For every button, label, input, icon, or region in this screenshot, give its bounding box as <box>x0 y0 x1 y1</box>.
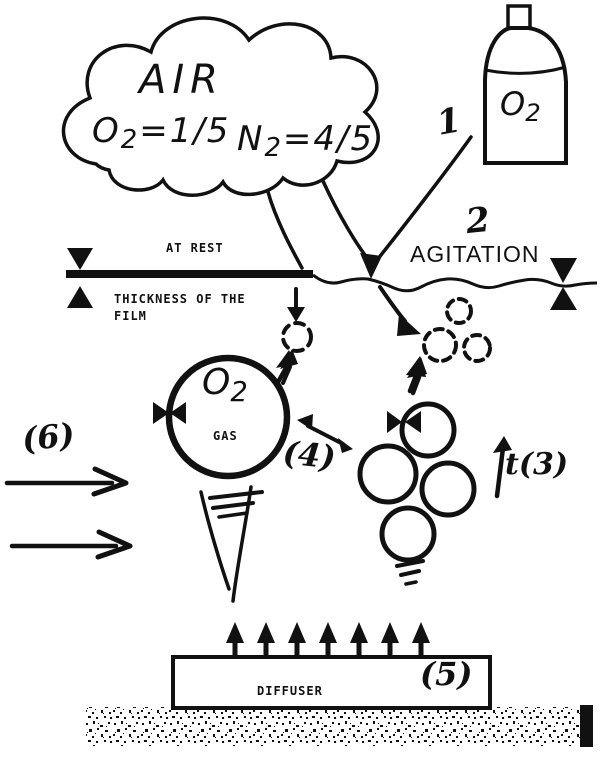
annotation-6: (6) <box>20 415 77 459</box>
film-marker-bottom-icon <box>67 286 93 308</box>
down-arrowhead-icon <box>287 307 305 322</box>
annotation-5: (5) <box>420 655 473 693</box>
plume-left-line <box>199 490 231 591</box>
rise-arrow-shaft <box>494 445 506 499</box>
bubble-icon <box>419 460 477 518</box>
surface-marker-bottom-icon <box>550 287 577 310</box>
bottle-cap <box>506 4 532 30</box>
gas-bubble-label: O2 <box>202 362 248 408</box>
bubble-icon <box>399 401 457 459</box>
bottle-shoulder-line <box>484 65 567 75</box>
agitation-label: AGITATION <box>410 241 540 267</box>
exchange-arrowhead-left-icon <box>297 414 313 430</box>
flow-arrowhead-icon <box>95 529 133 560</box>
bubble-icon <box>357 443 419 505</box>
bubble-up-arrowhead-icon <box>276 350 295 368</box>
cluster-tail-dash <box>404 580 418 586</box>
bubble-plume-icon <box>199 485 264 603</box>
at-rest-label: AT REST <box>166 241 224 255</box>
dashed-bubble-icon <box>462 333 492 363</box>
cloud-to-film-line <box>266 190 304 270</box>
diffuser-air-arrows <box>226 622 430 656</box>
cluster-top-arrow-shaft <box>410 374 422 396</box>
diffuser-assembly <box>171 622 492 710</box>
annotation-2: 2 <box>463 199 492 243</box>
cloud-o2-fraction: O2=1/5 <box>92 111 231 156</box>
cloud-n2-fraction: N2=4/5 <box>237 119 375 164</box>
bubble-up-arrow-shaft <box>274 365 289 387</box>
exchange-arrowhead-right-icon <box>338 438 353 453</box>
bubble-icon <box>379 505 437 563</box>
air-cloud-icon <box>61 16 380 197</box>
agitation-transfer-right <box>378 285 492 394</box>
diffuser-arrowhead-icon <box>288 622 306 643</box>
plume-right-line <box>231 485 253 603</box>
dashed-bubble-icon <box>445 297 473 325</box>
gas-bubble-sublabel: GAS <box>213 429 238 443</box>
diffuser-arrowhead-icon <box>226 622 244 643</box>
valve-left-triangle-icon <box>153 402 169 424</box>
flow-arrows-icon <box>4 466 133 560</box>
bottle-label: O2 <box>500 85 541 127</box>
annotation-t3: t(3) <box>505 447 569 482</box>
plume-tick <box>217 511 249 519</box>
ground-stipple-band <box>86 707 590 746</box>
cluster-tail-dash <box>395 559 425 568</box>
plume-tick <box>208 490 264 500</box>
flow-arrowhead-icon <box>91 466 129 497</box>
cluster-tail-dash <box>399 569 421 577</box>
agitated-surface-wave <box>312 273 598 293</box>
oxygen-gas-bubble-icon <box>153 350 295 480</box>
cluster-valve-right-icon <box>405 411 421 433</box>
cluster-top-arrowhead-icon <box>407 357 427 378</box>
bottle-to-agitation-arrow <box>375 135 473 262</box>
surface-marker-top-icon <box>550 258 577 283</box>
diagonal-arrowhead-icon <box>397 314 421 336</box>
ground-right-edge <box>580 705 593 747</box>
exchange-arrow-icon <box>297 414 353 453</box>
transfer-arrows-to-surface <box>266 135 473 279</box>
oxygen-bottle-icon <box>483 4 568 165</box>
diffuser-label: DIFFUSER <box>257 684 323 698</box>
cloud-title: AIR <box>139 57 224 103</box>
dashed-bubble-icon <box>422 327 458 363</box>
valve-right-triangle-icon <box>170 402 186 424</box>
diffuser-arrowhead-icon <box>257 622 275 643</box>
film-thickness-label: THICKNESS OF THE FILM <box>114 292 246 323</box>
diffuser-arrowhead-icon <box>412 622 430 643</box>
dissolved-bubble-dashed-icon <box>281 321 313 353</box>
annotation-4: (4) <box>281 433 338 477</box>
diffuser-arrowhead-icon <box>381 622 399 643</box>
arrowhead-down-icon <box>360 253 382 279</box>
diffuser-arrowhead-icon <box>350 622 368 643</box>
water-surface <box>66 248 598 310</box>
bubble-cluster-icon <box>357 357 477 586</box>
gas-bubble-outline <box>165 354 291 480</box>
diffuser-arrowhead-icon <box>319 622 337 643</box>
plume-tick <box>211 501 255 510</box>
rise-arrowhead-icon <box>493 436 512 453</box>
film-marker-top-icon <box>67 248 93 270</box>
cluster-valve-left-icon <box>387 411 402 433</box>
surface-to-bubbles-arrow <box>378 285 407 323</box>
ground-hatch <box>86 705 593 747</box>
up-arrow-shaft <box>281 365 292 385</box>
rise-time-arrow-icon <box>493 436 512 499</box>
cloud-outline <box>61 16 380 197</box>
exchange-arrow-shaft <box>306 424 345 446</box>
cloud-to-agitation-arrow <box>321 179 370 261</box>
